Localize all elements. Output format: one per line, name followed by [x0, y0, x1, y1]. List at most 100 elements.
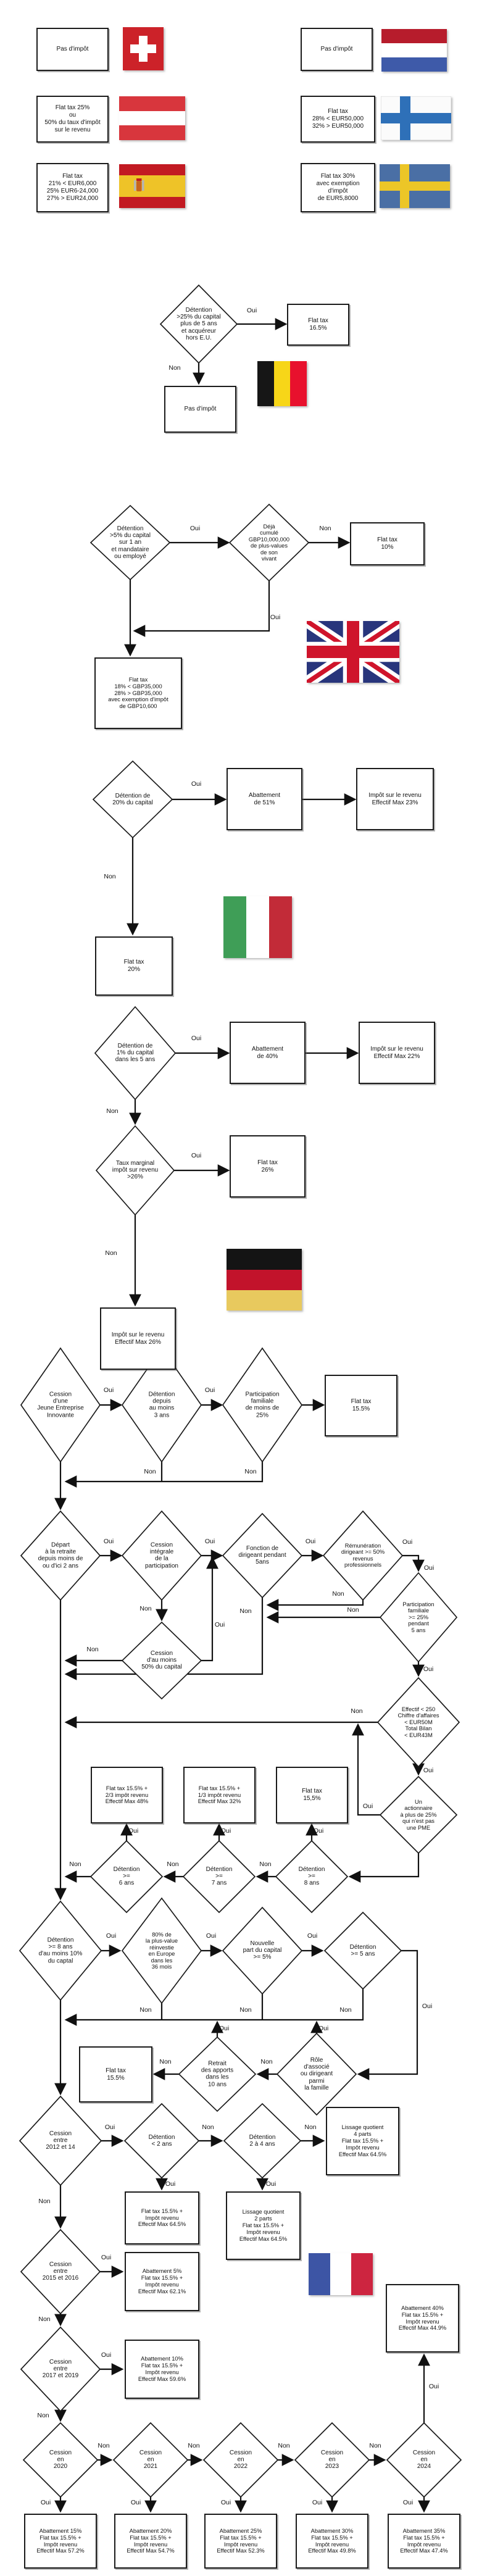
edge-label-non: Non — [260, 2058, 273, 2065]
outcome-fr-flat-155-reinvest: Flat tax 15.5% — [79, 2046, 152, 2103]
decision-de-taux-label: Taux marginal impôt sur revenu >26% — [112, 1160, 159, 1181]
diamond-fr-det8-10pct — [19, 1900, 102, 2001]
decision-fr-part5-label: Nouvelle part du capital >= 5% — [243, 1940, 282, 1961]
edge-label-oui: Oui — [423, 1564, 435, 1572]
sweden-flag — [380, 164, 450, 208]
decision-fr-c2017-label: Cession entre 2017 et 2019 — [42, 2359, 79, 2380]
outcome-fr-abattement-5: Abattement 5% Flat tax 15.5% + Impôt rev… — [125, 2252, 199, 2311]
edge-label-oui: Oui — [313, 1827, 324, 1835]
decision-fr-det7-label: Détention >= 7 ans — [206, 1866, 233, 1887]
decision-fr-c2022-label: Cession en 2022 — [229, 2449, 252, 2470]
outcome-se-flat-tax: Flat tax 30% avec exemption d'impôt de E… — [301, 163, 375, 212]
diamond-fr-det3 — [121, 1347, 202, 1463]
decision-fr-det3-label: Détention depuis au moins 3 ans — [148, 1391, 175, 1419]
edge-label-non: Non — [202, 2124, 214, 2131]
outcome-de-impot-26: Impôt sur le revenu Effectif Max 26% — [100, 1307, 176, 1370]
outcome-ch-no-tax: Pas d'impôt — [36, 28, 109, 71]
edge-label-oui: Oui — [246, 307, 257, 314]
edge-label-oui: Oui — [428, 2383, 439, 2390]
diamond-fr-c2023 — [294, 2422, 370, 2498]
edge-label-oui: Oui — [362, 1803, 373, 1810]
outcome-fr-retraite-7ans: Flat tax 15.5% + 1/3 impôt revenu Effect… — [183, 1767, 256, 1824]
edge-label-non: Non — [239, 2006, 252, 2014]
spain-flag — [119, 164, 185, 208]
outcome-es-flat-tax: Flat tax 21% < EUR6,000 25% EUR6-24,000 … — [36, 163, 109, 212]
decision-fr-partfam-ge25-label: Participation familiale >= 25% pendant 5… — [402, 1601, 435, 1633]
diamond-fr-effectif — [376, 1677, 460, 1768]
decision-fr-det8-10pct-label: Détention >= 8 ans d'au moins 10% du cap… — [38, 1936, 83, 1965]
diamond-fr-partfam25 — [222, 1347, 303, 1463]
edge-label-non: Non — [139, 2006, 152, 2014]
diamond-fr-retrait — [178, 2036, 257, 2112]
edge-label-non: Non — [38, 2198, 51, 2205]
edge-label-non: Non — [168, 364, 181, 372]
diamond-fr-integrale — [121, 1510, 202, 1601]
outcome-fi-flat-tax: Flat tax 28% < EUR50,000 32% > EUR50,000 — [301, 96, 375, 143]
edge-label-non: Non — [37, 2412, 49, 2419]
edge-label-non: Non — [259, 1861, 272, 1868]
edge-label-oui: Oui — [191, 1035, 202, 1042]
diamond-fr-partfam-ge25 — [379, 1572, 458, 1663]
edge-label-non: Non — [159, 2058, 172, 2065]
decision-fr-det5-label: Détention >= 5 ans — [349, 1943, 376, 1957]
diamond-fr-detlt2 — [123, 2103, 200, 2179]
outcome-de-flat-26: Flat tax 26% — [230, 1135, 306, 1198]
outcome-fr-retraite-8ans: Flat tax 15,5% — [276, 1767, 348, 1824]
decision-fr-c2020-label: Cession en 2020 — [49, 2449, 72, 2470]
edge-label-non: Non — [69, 1861, 81, 1868]
decision-uk-cumul-label: Déjà cumulé GBP10,000,000 de plus-values… — [248, 523, 290, 562]
diamond-be-detention — [159, 284, 238, 364]
diamond-fr-cession50 — [121, 1621, 202, 1700]
diamond-fr-c2024 — [386, 2422, 462, 2498]
decision-fr-partfam25-label: Participation familiale de moins de 25% — [245, 1391, 280, 1419]
diamond-fr-det6 — [89, 1840, 164, 1914]
edge-label-oui: Oui — [305, 1538, 316, 1545]
edge-label-oui: Oui — [220, 1827, 231, 1835]
edge-label-oui: Oui — [270, 614, 281, 621]
edge-label-non: Non — [278, 2442, 290, 2449]
diamond-fr-det24 — [223, 2103, 302, 2179]
diamond-fr-det7 — [182, 1840, 256, 1914]
outcome-fr-abattement-10: Abattement 10% Flat tax 15.5% + Impôt re… — [125, 2340, 199, 2399]
edge-label-oui: Oui — [204, 1538, 215, 1545]
outcome-it-flat-20: Flat tax 20% — [95, 936, 173, 996]
edge-label-non: Non — [319, 525, 331, 532]
edge-label-oui: Oui — [101, 2254, 112, 2261]
edge-label-oui: Oui — [402, 2499, 414, 2506]
decision-fr-retrait-label: Retrait des apports dans les 10 ans — [201, 2060, 234, 2088]
edge-label-oui: Oui — [103, 1386, 114, 1394]
edge-label-non: Non — [351, 1707, 363, 1715]
decision-fr-reinvest-label: 80% de la plus-value réinvestie en Europ… — [145, 1931, 178, 1970]
diamond-uk-cumul — [228, 503, 310, 582]
decision-be-detention-label: Détention >25% du capital plus de 5 ans … — [177, 307, 221, 341]
austria-flag — [119, 96, 185, 140]
diamond-fr-c2017 — [20, 2326, 101, 2412]
edge-label-non: Non — [105, 1249, 117, 1257]
edge-label-non: Non — [167, 1861, 179, 1868]
edge-label-non: Non — [139, 1605, 152, 1612]
edge-label-oui: Oui — [423, 1665, 434, 1673]
edge-label-non: Non — [332, 1590, 344, 1598]
edge-label-oui: Oui — [218, 2025, 230, 2032]
diamond-fr-jei — [20, 1347, 101, 1463]
edge-label-non: Non — [347, 1606, 359, 1614]
outcome-fr-lissage-4parts: Lissage quotient 4 parts Flat tax 15.5% … — [326, 2107, 399, 2175]
outcome-at-flat-tax: Flat tax 25% ou 50% du taux d'impôt sur … — [36, 96, 109, 143]
edge-label-non: Non — [244, 1468, 257, 1475]
decision-fr-c2012-label: Cession entre 2012 et 14 — [46, 2130, 75, 2151]
edge-label-oui: Oui — [191, 780, 202, 788]
decision-fr-jei-label: Cession d'une Jeune Entreprise Innovante — [37, 1391, 84, 1419]
outcome-nl-no-tax: Pas d'impôt — [301, 28, 373, 71]
edge-label-non: Non — [339, 2006, 352, 2014]
decision-fr-det6-label: Détention >= 6 ans — [113, 1866, 140, 1887]
edge-label-non: Non — [304, 2124, 317, 2131]
diamond-fr-remu — [322, 1510, 404, 1601]
diamond-fr-c2020 — [22, 2422, 99, 2498]
edge-label-oui: Oui — [312, 2499, 323, 2506]
edge-label-oui: Oui — [423, 1767, 434, 1774]
diamond-fr-role — [276, 2032, 357, 2116]
outcome-uk-final: Flat tax 18% < GBP35,000 28% > GBP35,000… — [94, 657, 182, 729]
edge-label-oui: Oui — [318, 2025, 329, 2032]
edge-label-oui: Oui — [165, 2180, 176, 2188]
